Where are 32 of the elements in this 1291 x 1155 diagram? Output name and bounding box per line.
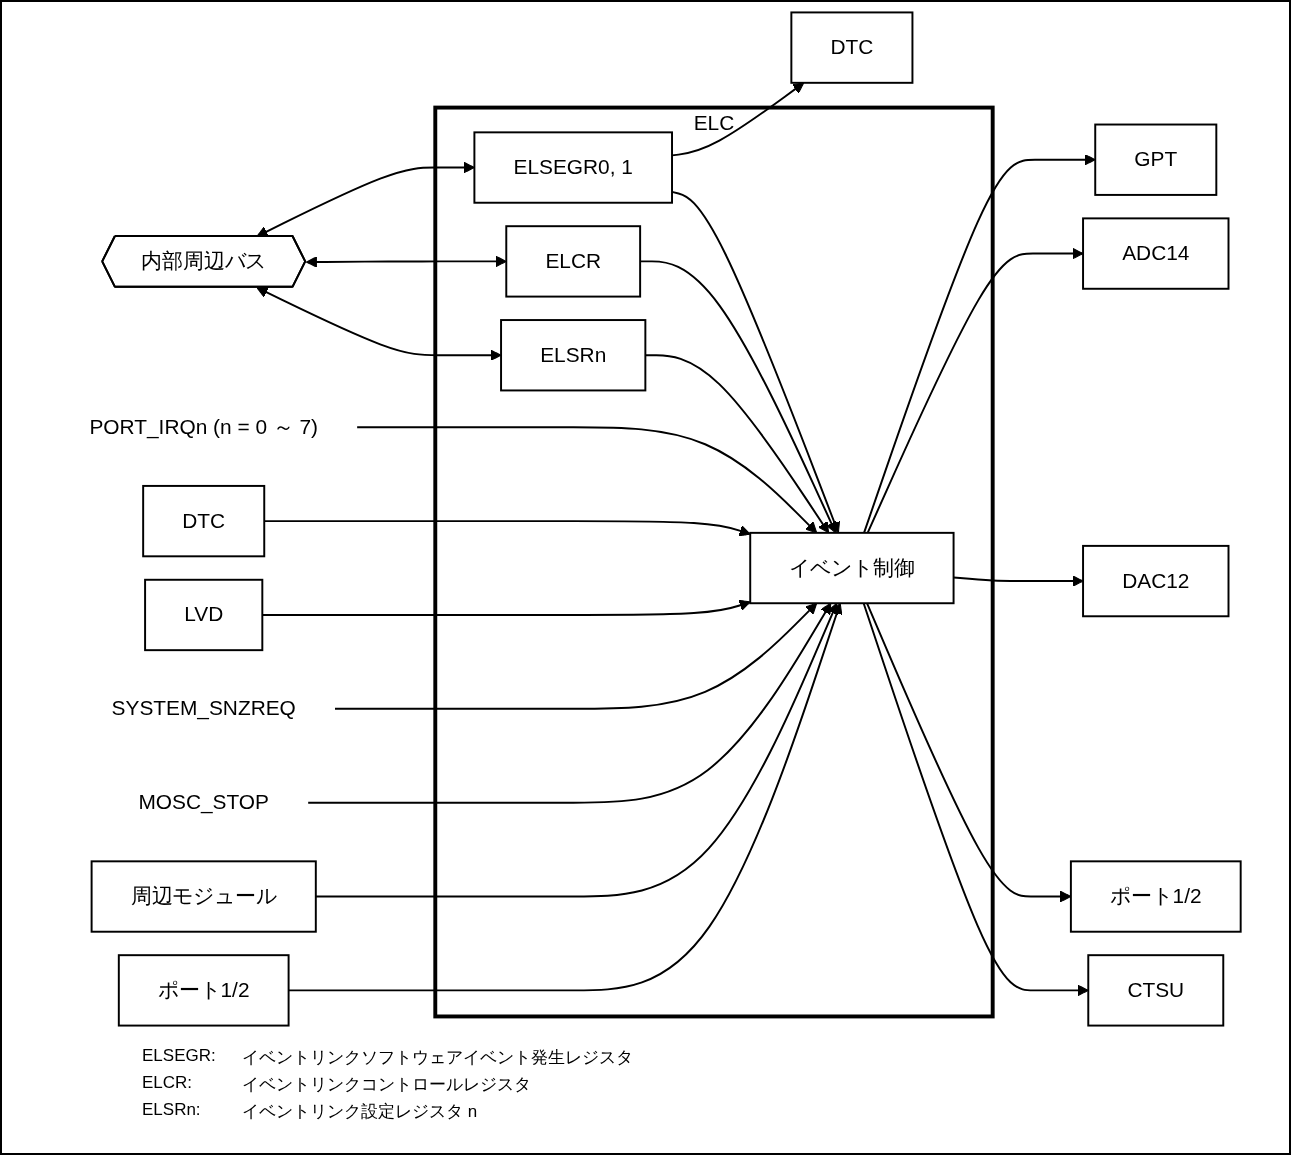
node-text: PORT_IRQn (n = 0 ～ 7) xyxy=(89,415,318,438)
arrow xyxy=(356,426,818,534)
node-box: ポート1/2 xyxy=(117,954,290,1027)
abbreviation-description: イベントリンクコントロールレジスタ xyxy=(242,1074,531,1096)
node-box: ELSEGR0, 1 xyxy=(473,131,673,204)
arrow xyxy=(862,602,1089,997)
arrow xyxy=(863,154,1096,534)
abbreviation-description: イベントリンクソフトウェアイベント発生レジスタ xyxy=(242,1047,633,1069)
node-box: ADC14 xyxy=(1082,217,1230,290)
arrow xyxy=(307,602,832,804)
node-box: ELSRn xyxy=(500,319,647,392)
abbreviation-label: ELSRn: xyxy=(142,1100,201,1121)
arrow xyxy=(866,247,1084,534)
node-box: DAC12 xyxy=(1082,544,1230,618)
node-box: DTC xyxy=(790,11,914,84)
node-box: DTC xyxy=(142,484,266,558)
node-box: イベント制御 xyxy=(749,531,955,605)
node-text: SYSTEM_SNZREQ xyxy=(111,697,296,720)
node-text: MOSC_STOP xyxy=(138,790,269,814)
arrow xyxy=(305,255,507,268)
abbreviation-label: ELSEGR: xyxy=(142,1046,216,1067)
node-box: ポート1/2 xyxy=(1069,860,1242,933)
node-box: GPT xyxy=(1094,123,1218,196)
arrow xyxy=(333,602,818,710)
node-box: ELCR xyxy=(505,225,642,298)
arrow xyxy=(256,287,502,361)
node-box: LVD xyxy=(144,578,264,652)
abbreviation-label: ELCR: xyxy=(142,1073,193,1094)
abbreviation-description: イベントリンク設定レジスタ n xyxy=(242,1101,478,1123)
node-box: 周辺モジュール xyxy=(90,860,317,933)
node-box: CTSU xyxy=(1087,954,1225,1027)
arrow xyxy=(256,161,475,237)
